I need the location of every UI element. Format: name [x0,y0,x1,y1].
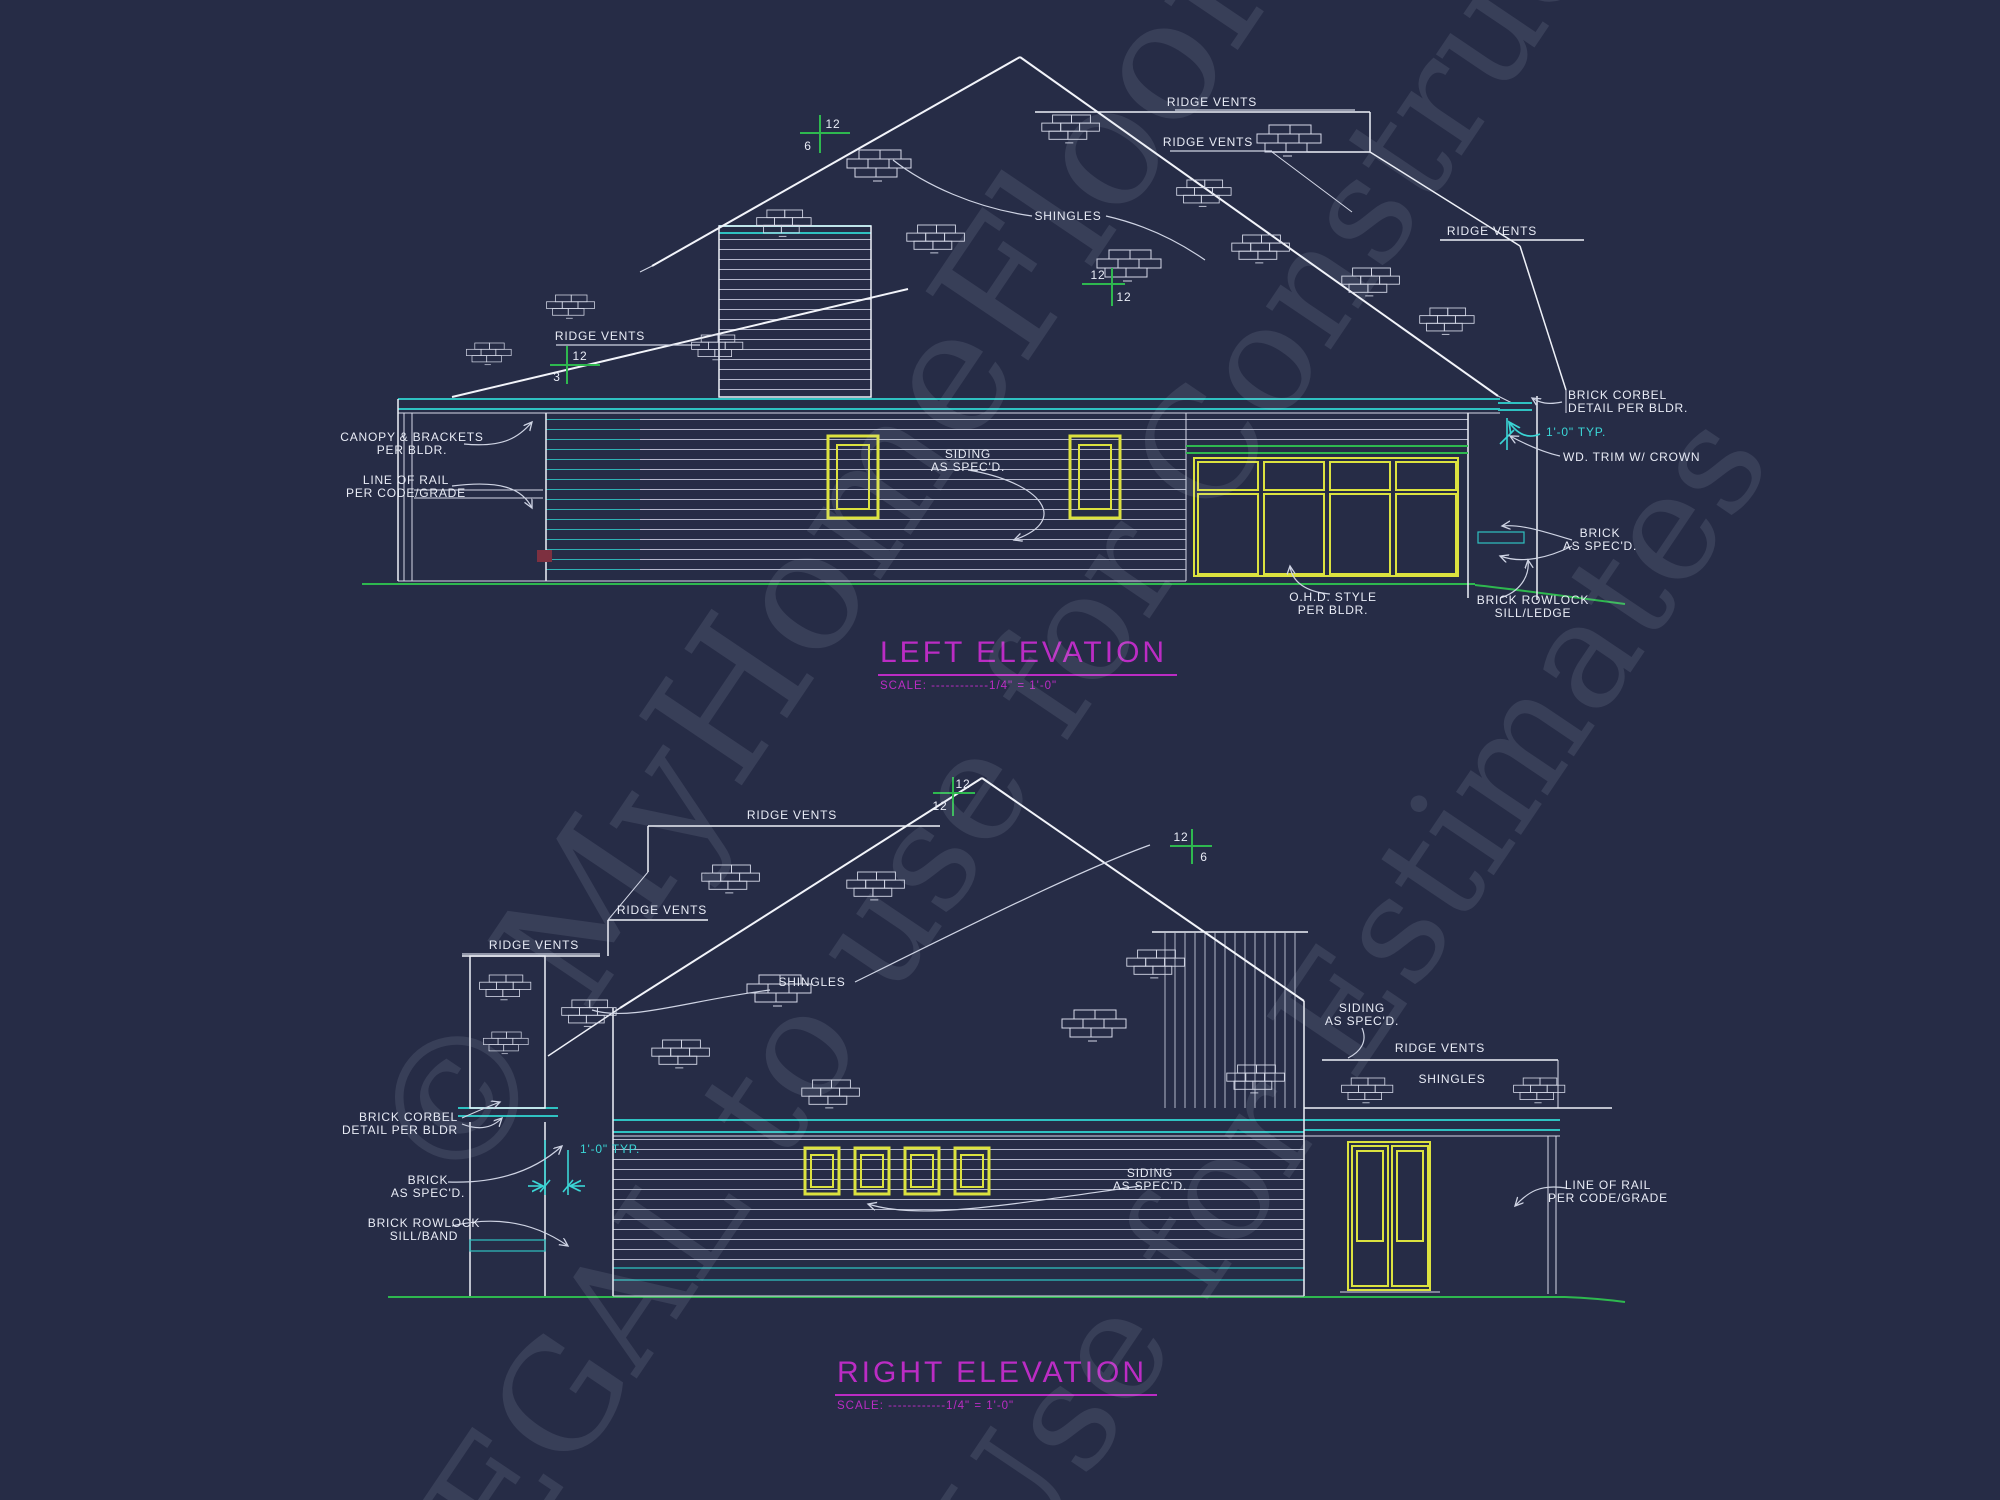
pitch-marker: 12 12 [933,777,975,816]
annotation-label: SHINGLES [1034,209,1101,223]
porch-wall-siding [546,413,640,579]
garage-frieze-siding [1186,413,1468,448]
window [1068,434,1122,520]
window [953,1146,991,1196]
dimension [528,1140,585,1195]
pitch-marker: 12 12 [1082,268,1131,306]
right-elevation-title: RIGHT ELEVATION [835,1356,1158,1396]
leader-lines [447,844,1567,1246]
brick-pier [1477,402,1532,544]
window [853,1146,891,1196]
patio-door [1347,1141,1431,1291]
annotation-label: RIDGE VENTS [489,938,579,952]
window [826,434,880,520]
right-elevation-scale: SCALE: ------------1/4" = 1'-0" [837,1400,1015,1412]
annotation-label: RIDGE VENTS [1167,95,1257,109]
svg-text:12: 12 [933,799,948,813]
svg-text:12: 12 [826,117,841,131]
eave-band [398,225,1500,414]
left-elevation-title: LEFT ELEVATION [878,636,1178,676]
annotation-label: RIDGE VENTS [1163,135,1253,149]
annotation-label: 1'-0" TYP. [1546,425,1606,439]
annotation-label: RIDGE VENTS [747,808,837,822]
pitch-marker: 12 6 [1170,829,1212,864]
roof-outline [462,777,1612,1109]
eave-band [458,1107,1560,1281]
annotation-label: SHINGLES [1418,1072,1485,1086]
grade-line [388,1296,1626,1303]
svg-text:12: 12 [1117,290,1132,304]
annotation-label: SHINGLES [778,975,845,989]
annotation-label: RIDGE VENTS [617,903,707,917]
upper-gable-siding [1159,933,1303,1108]
pitch-marker: 12 3 [550,346,600,384]
svg-text:6: 6 [1200,850,1207,864]
annotation-layer: RIDGE VENTS RIDGE VENTS RIDGE VENTS RIDGE V… [342,808,1668,1243]
svg-text:12: 12 [573,349,588,363]
wall-outline [397,225,1538,600]
annotation-label: RIDGE VENTS [555,329,645,343]
pitch-marker: 12 6 [800,115,850,153]
annotation-layer: RIDGE VENTS RIDGE VENTS RIDGE VENTS RIDGE V… [340,95,1700,620]
main-wall-siding [640,413,1186,579]
annotation-label: RIDGE VENTS [1395,1041,1485,1055]
roof-outline [451,56,1584,413]
left-elevation-scale: SCALE: ------------1/4" = 1'-0" [880,680,1058,692]
svg-text:6: 6 [804,139,811,153]
window [903,1146,941,1196]
svg-text:12: 12 [1091,268,1106,282]
svg-text:12: 12 [956,777,971,791]
garage-door [1186,445,1468,577]
leader-lines [451,109,1573,599]
main-wall-siding [613,1138,1304,1266]
svg-text:12: 12 [1174,830,1189,844]
annotation-label: 1'-0" TYP. [580,1142,640,1156]
window [803,1146,841,1196]
roof-brick-hatching [479,864,1566,1109]
annotation-label: RIDGE VENTS [1447,224,1537,238]
grade-line [362,583,1626,605]
svg-text:3: 3 [553,370,560,384]
annotation-label: WD. TRIM W/ CROWN [1563,450,1700,464]
